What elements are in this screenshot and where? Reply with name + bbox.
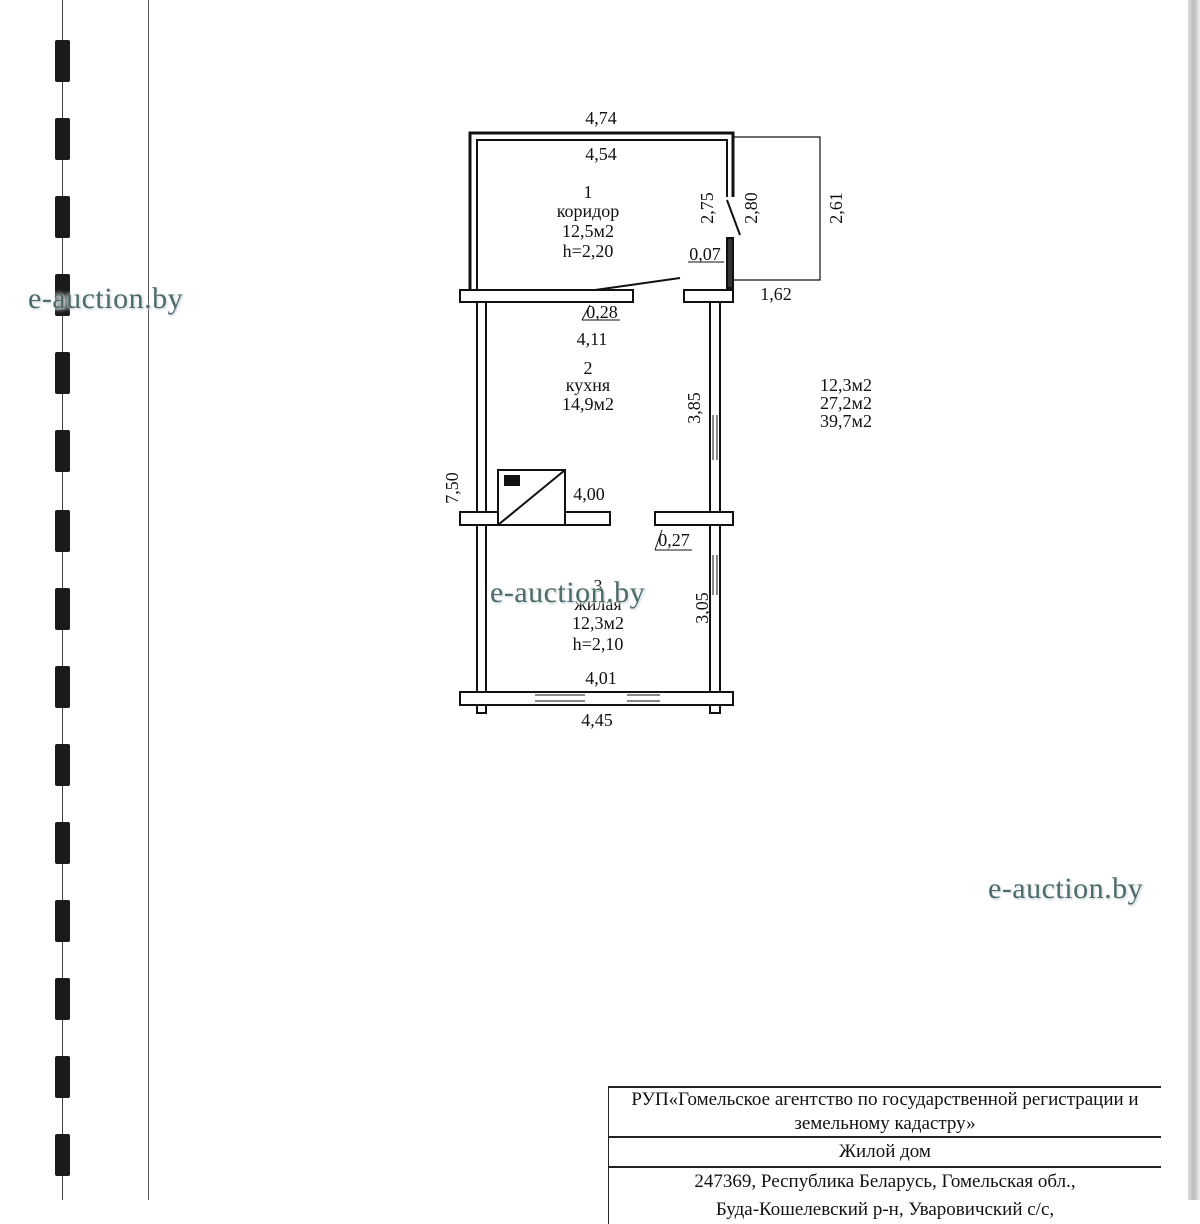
dim-3-85: 3,85 [684,392,704,424]
binding-mark [55,1056,70,1098]
dim-1-62: 1,62 [760,284,792,304]
beam-middle-right [654,511,734,526]
binding-mark [55,274,70,316]
beam-end [476,704,487,714]
corridor-outer-wall [468,131,735,290]
porch-outline [733,136,821,281]
wall-right-upper [709,301,721,513]
title-block: РУП«Гомельское агентство по государствен… [608,1086,1161,1224]
binding-mark [55,978,70,1020]
room-3-number: 3 [594,576,603,596]
dim-0-28: 0,28 [586,302,618,322]
beam-top-right [683,289,734,303]
dim-outer-width: 4,74 [585,108,617,128]
binding-mark [55,588,70,630]
door-swing-porch [726,199,741,236]
title-address-line2: Буда-Кошелевский р-н, Уваровичский с/с, [715,1199,1055,1220]
beam-top-left [459,289,634,303]
dim-4-00: 4,00 [573,484,605,504]
dim-2-61: 2,61 [826,192,846,224]
binding-mark [55,666,70,708]
room-1-height: h=2,20 [563,241,614,261]
room-3-area: 12,3м2 [572,613,624,633]
dim-4-11: 4,11 [577,329,608,349]
title-organization: РУП«Гомельское агентство по государствен… [609,1088,1161,1138]
binding-mark [55,196,70,238]
wall-left-lower [476,524,487,693]
summary-total-area: 39,7м2 [820,411,872,431]
binding-mark [55,822,70,864]
windows [535,415,718,702]
binding-mark [55,352,70,394]
dim-3-05: 3,05 [692,592,712,624]
dim-0-07: 0,07 [689,244,721,264]
binding-mark [55,1134,70,1176]
scan-edge [1188,0,1200,1200]
dim-corridor-width: 4,54 [585,144,617,164]
dim-0-27: 0,27 [658,530,690,550]
stove-mark [504,475,520,486]
beam-bottom [459,691,734,706]
dim-2-75: 2,75 [697,192,717,224]
room-2-number: 2 [584,358,593,378]
title-object: Жилой дом [609,1138,1161,1168]
corridor-right-wall [726,237,734,289]
watermark: e-auction.by [28,282,184,315]
dim-4-01: 4,01 [585,668,617,688]
watermark: e-auction.by [988,872,1144,905]
binding-mark [55,744,70,786]
corridor-inner-wall [476,139,728,290]
summary-auxiliary-area: 27,2м2 [820,393,872,413]
room-3-name: жилая [573,594,621,614]
room-1-number: 1 [584,182,593,202]
dim-2-80: 2,80 [741,192,761,224]
title-address-line1: 247369, Республика Беларусь, Гомельская … [694,1171,1076,1192]
beam-end [709,704,721,714]
door-swing-kitchen [594,277,681,291]
room-2-area: 14,9м2 [562,394,614,414]
binding-mark [55,900,70,942]
binding-mark [55,430,70,472]
room-1-name: коридор [557,201,620,221]
room-3-height: h=2,10 [573,634,624,654]
wall-left-upper [476,301,487,513]
margin-line [148,0,149,1200]
room-2-name: кухня [566,375,610,395]
dim-7-50: 7,50 [442,472,462,504]
binding-mark [55,118,70,160]
room-1-area: 12,5м2 [562,221,614,241]
dim-4-45: 4,45 [581,710,613,730]
binding-mark [55,40,70,82]
watermark: e-auction.by [490,576,646,609]
stove-diagonal [497,469,566,526]
binding-mark [55,510,70,552]
summary-living-area: 12,3м2 [820,375,872,395]
